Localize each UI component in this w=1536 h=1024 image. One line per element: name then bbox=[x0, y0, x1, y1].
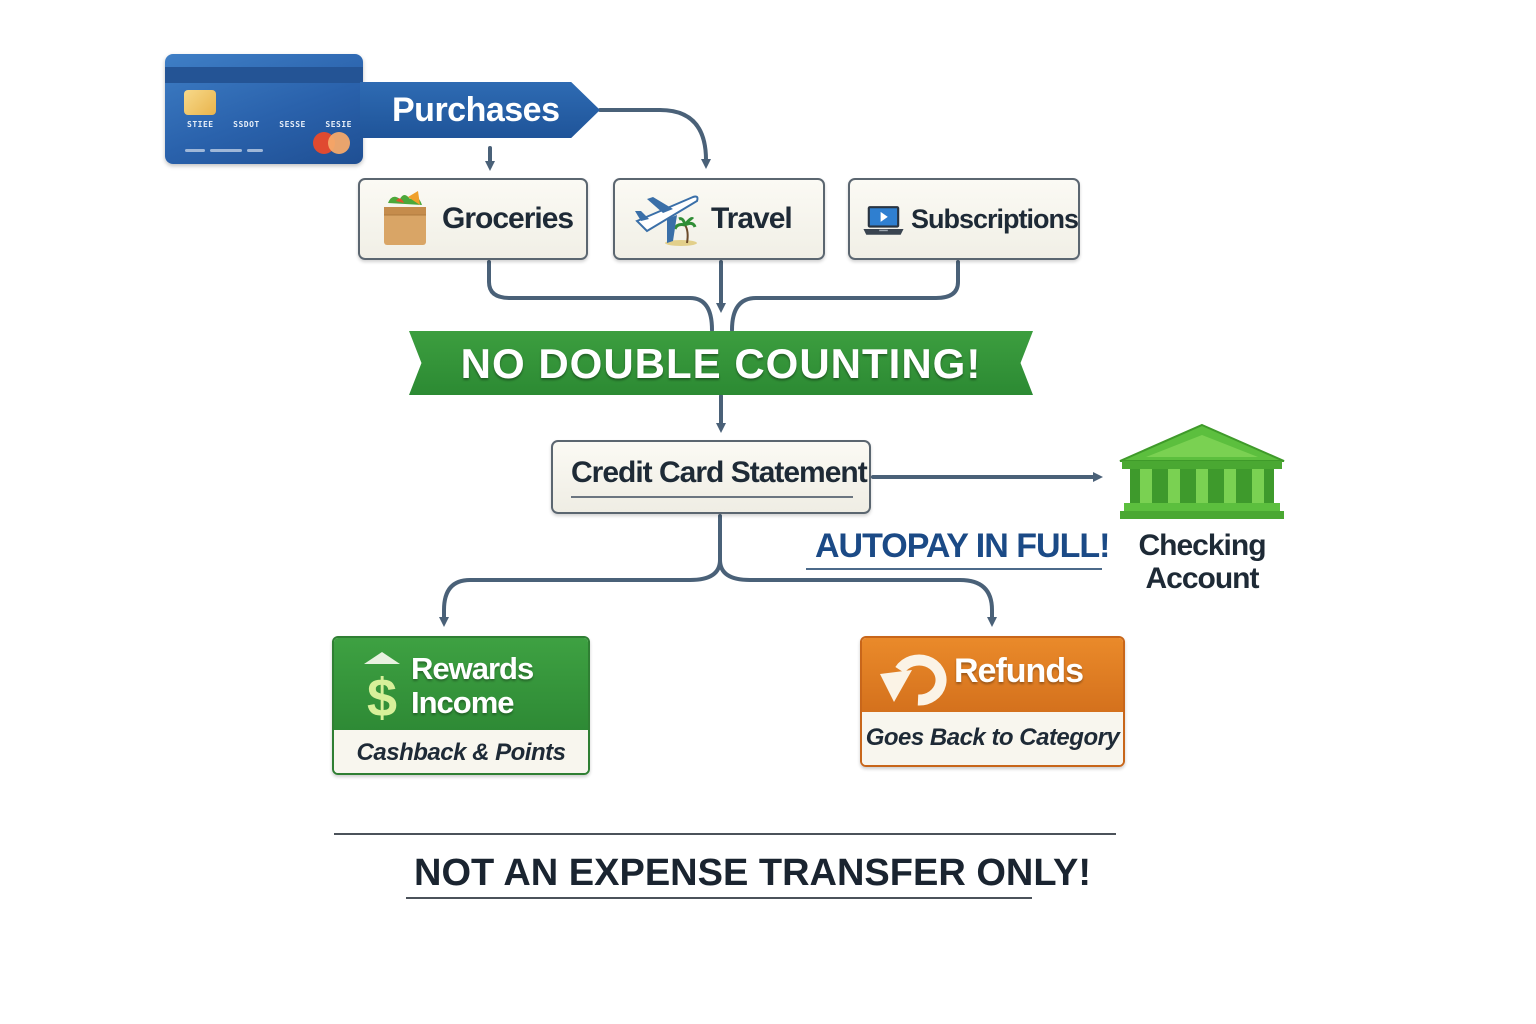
category-travel: Travel bbox=[613, 178, 825, 260]
statement-underline bbox=[571, 496, 853, 498]
checking-line-1: Checking bbox=[1138, 529, 1266, 562]
no-double-counting-banner: NO DOUBLE COUNTING! bbox=[409, 331, 1033, 395]
autopay-label: AUTOPAY IN FULL! bbox=[815, 527, 1110, 565]
footer-note: NOT AN EXPENSE TRANSFER ONLY! bbox=[414, 852, 1092, 894]
rewards-subtitle: Cashback & Points bbox=[356, 739, 566, 766]
card-stripe bbox=[165, 67, 363, 83]
purchases-node: Purchases bbox=[360, 82, 600, 138]
rewards-footer bbox=[334, 730, 588, 773]
card-number-group: STIEE bbox=[187, 120, 214, 129]
category-subscriptions: Subscriptions bbox=[848, 178, 1080, 260]
card-dashes bbox=[185, 149, 263, 152]
checking-account-label: Checking Account bbox=[1120, 529, 1284, 595]
rewards-header bbox=[334, 638, 588, 730]
category-label: Travel bbox=[711, 202, 793, 235]
rewards-title-line-2: Income bbox=[411, 685, 515, 720]
airplane-palm-icon bbox=[635, 195, 699, 246]
category-label: Groceries bbox=[442, 202, 574, 235]
card-number-group: SESSE bbox=[279, 120, 306, 129]
card-number-group: SSDOT bbox=[233, 120, 260, 129]
rewards-title-line-1: Rewards bbox=[411, 651, 534, 686]
credit-card-icon: STIEE SSDOT SESSE SESIE bbox=[165, 54, 363, 164]
svg-text:$: $ bbox=[367, 668, 397, 722]
bank-building-icon bbox=[1119, 423, 1285, 519]
laptop-play-icon bbox=[863, 206, 904, 235]
refund-arrow-icon bbox=[880, 654, 947, 706]
refunds-subtitle: Goes Back to Category bbox=[865, 724, 1120, 751]
refunds-node: Refunds Goes Back to Category bbox=[860, 636, 1125, 767]
rewards-income-node: $ Rewards Income Cashback & Points bbox=[332, 636, 590, 775]
card-number: STIEE SSDOT SESSE SESIE bbox=[187, 120, 352, 129]
rewards-title: Rewards Income bbox=[411, 651, 534, 720]
grocery-bag-icon bbox=[384, 191, 426, 245]
category-label: Subscriptions bbox=[910, 203, 1079, 234]
dollar-up-icon: $ bbox=[364, 652, 400, 722]
refunds-footer bbox=[862, 712, 1123, 765]
statement-label: Credit Card Statement bbox=[571, 456, 868, 489]
refunds-title: Refunds bbox=[954, 652, 1084, 690]
card-chip-icon bbox=[184, 90, 216, 115]
autopay-underline bbox=[806, 568, 1102, 570]
card-number-group: SESIE bbox=[325, 120, 352, 129]
category-groceries: Groceries bbox=[358, 178, 588, 260]
card-brand-circle-icon bbox=[328, 132, 350, 154]
credit-card-statement-node: Credit Card Statement bbox=[551, 440, 871, 514]
checking-line-2: Account bbox=[1145, 562, 1260, 595]
footer-bottom-rule bbox=[406, 897, 1032, 899]
footer-top-rule bbox=[334, 833, 1116, 835]
